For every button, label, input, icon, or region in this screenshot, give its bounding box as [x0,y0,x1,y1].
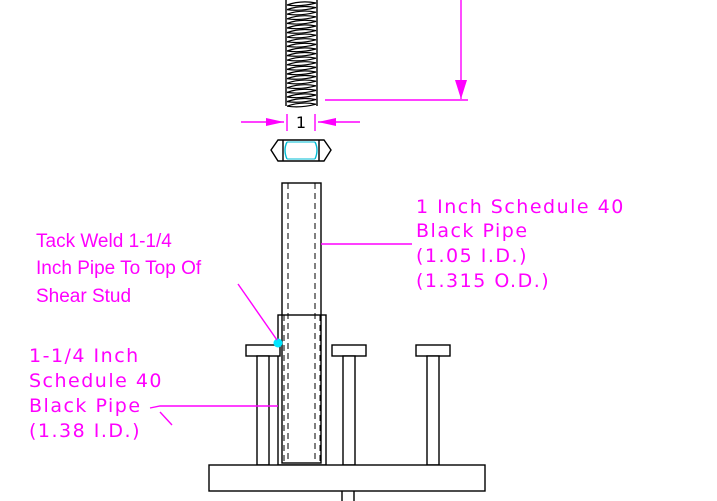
label-one-and-quarter-pipe-line-3: Black Pipe [29,395,142,417]
thread-turn [286,38,317,44]
thread-turn [286,15,317,21]
leader-one-and-quarter-pipe [149,405,278,409]
leader-lines [149,243,412,426]
label-one-and-quarter-pipe: 1-1/4 Inch Schedule 40 Black Pipe (1.38 … [29,345,163,442]
base-plate [208,464,486,501]
thread-turn [286,56,317,62]
tack-weld-point [273,338,283,348]
thread-turn [286,65,317,71]
label-one-inch-pipe-line-2: Black Pipe [416,220,529,242]
thread-turn [286,19,317,25]
label-one-inch-pipe: 1 Inch Schedule 40 Black Pipe (1.05 I.D.… [416,196,625,292]
thread-turn [286,88,317,94]
label-one-inch-pipe-line-3: (1.05 I.D.) [416,245,528,267]
label-tack-weld-line-1: Tack Weld 1-1/4 [36,231,172,252]
thread-turn [286,93,317,99]
thread-turn [286,24,317,30]
thread-turn [286,33,317,39]
thread-turn [286,42,317,48]
thread-turn [286,84,317,90]
one-and-quarter-inch-pipe [277,314,327,466]
thread-turn [286,10,317,16]
thread-turn [286,70,317,76]
threaded-rod [285,0,318,108]
shear-stud-right [415,344,451,466]
label-one-and-quarter-pipe-line-4: (1.38 I.D.) [29,420,141,442]
hex-nut [270,139,332,162]
label-one-and-quarter-pipe-line-1: 1-1/4 Inch [29,345,140,367]
thread-turn [286,102,317,108]
thread-turn [286,79,317,85]
label-one-inch-pipe-line-1: 1 Inch Schedule 40 [416,196,625,218]
dimension-value: 1 [296,113,306,132]
thread-turn [286,51,317,57]
rod-length-dimension [325,0,468,101]
label-tack-weld-line-3: Shear Stud [36,286,131,307]
label-tack-weld: Tack Weld 1-1/4 Inch Pipe To Top Of Shea… [36,231,202,307]
thread-turn [286,47,317,53]
label-one-and-quarter-pipe-line-2: Schedule 40 [29,370,163,392]
leader-one-and-quarter-pipe-tail [159,411,173,426]
label-tack-weld-line-2: Inch Pipe To Top Of [36,258,202,279]
one-inch-pipe [281,182,322,464]
thread-turn [286,74,317,80]
label-one-inch-pipe-line-4: (1.315 O.D.) [416,270,550,292]
rod-diameter-dimension: 1 [241,113,360,132]
shear-stud-middle [331,344,367,466]
thread-turn [286,5,317,11]
leader-tack-weld [237,283,278,341]
thread-turn [286,1,317,7]
rod-threads [286,1,317,108]
thread-turn [286,28,317,34]
thread-turn [286,97,317,103]
thread-turn [286,61,317,67]
shear-stud-left [245,344,281,466]
